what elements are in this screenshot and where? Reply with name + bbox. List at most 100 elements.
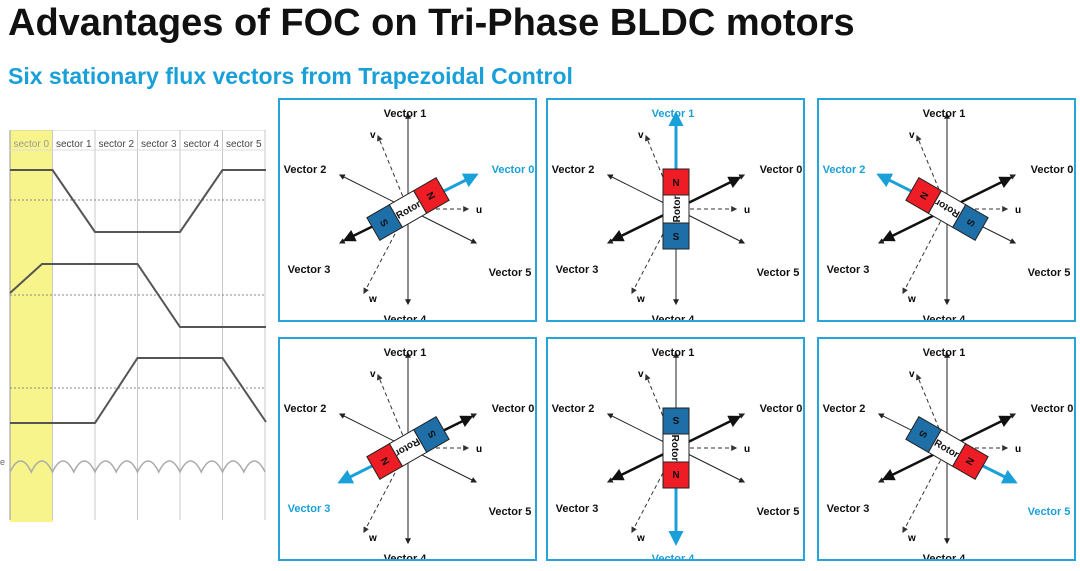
vector-label-1: Vector 1	[384, 108, 427, 120]
w-axis-label: w	[368, 294, 377, 305]
vector-label-0: Vector 0	[1031, 403, 1074, 415]
north-pole-label: N	[672, 468, 679, 479]
vector-label-5: Vector 5	[1028, 506, 1071, 518]
north-pole	[412, 177, 450, 214]
sector-label-0: sector 0	[13, 139, 49, 150]
rotor-label: Rotor	[669, 435, 680, 462]
south-pole-label: S	[672, 414, 679, 425]
vector-label-5: Vector 5	[489, 267, 532, 279]
u-axis-label: u	[476, 205, 482, 216]
w-axis-arrow	[902, 208, 948, 295]
vector-label-2: Vector 2	[552, 403, 595, 415]
north-pole-label: N	[963, 455, 976, 467]
sector-label-2: sector 2	[98, 139, 134, 150]
north-pole	[905, 177, 943, 214]
vector-label-0: Vector 0	[760, 403, 803, 415]
waveform-side-label: e	[0, 457, 5, 467]
w-axis-label: w	[636, 294, 645, 305]
w-axis-label: w	[907, 294, 916, 305]
v-axis-label: v	[370, 369, 376, 380]
u-axis-label: u	[1015, 205, 1021, 216]
north-pole-label: N	[918, 190, 931, 202]
phase-c-trace	[10, 357, 267, 424]
vector-label-0: Vector 0	[492, 403, 535, 415]
north-pole-label: N	[379, 455, 392, 467]
vector-label-4: Vector 4	[923, 553, 967, 559]
u-axis-label: u	[1015, 444, 1021, 455]
slide-title: Advantages of FOC on Tri-Phase BLDC moto…	[8, 2, 855, 44]
v-axis-label: v	[370, 130, 376, 141]
vector-label-3: Vector 3	[288, 264, 331, 276]
sector-label-4: sector 4	[183, 139, 219, 150]
south-pole-label: S	[673, 232, 680, 243]
vector-label-3: Vector 3	[556, 503, 599, 515]
vector-label-5: Vector 5	[757, 506, 800, 518]
v-axis-arrow	[645, 373, 677, 449]
w-axis-label: w	[368, 533, 377, 544]
vector-label-3: Vector 3	[288, 503, 331, 515]
vector-label-3: Vector 3	[556, 264, 599, 276]
v-axis-label: v	[638, 369, 644, 380]
south-pole-label: S	[377, 218, 390, 230]
vector-label-2: Vector 2	[284, 403, 327, 415]
vector-label-3: Vector 3	[827, 264, 870, 276]
v-axis-arrow	[377, 134, 409, 210]
vector-label-4: Vector 4	[384, 553, 428, 559]
vector-label-4: Vector 4	[923, 314, 967, 320]
north-pole	[662, 461, 690, 489]
vector-label-2: Vector 2	[552, 164, 595, 176]
south-pole-label: S	[916, 428, 929, 440]
u-axis-label: u	[476, 444, 482, 455]
slide-subtitle: Six stationary flux vectors from Trapezo…	[8, 63, 573, 89]
sector-label-1: sector 1	[56, 139, 92, 150]
north-pole-label: N	[424, 190, 437, 202]
v-axis-label: v	[909, 130, 915, 141]
vector-label-1: Vector 1	[923, 108, 966, 120]
emf-ripple-trace	[9, 460, 266, 474]
sector-0-highlight	[10, 130, 53, 522]
vector-label-1: Vector 1	[384, 347, 427, 359]
vector-label-3: Vector 3	[827, 503, 870, 515]
v-axis-label: v	[909, 369, 915, 380]
vector-label-5: Vector 5	[1028, 267, 1071, 279]
phase-a-trace	[10, 169, 266, 233]
vector-label-4: Vector 4	[384, 314, 428, 320]
v-axis-arrow	[916, 134, 948, 210]
vector-label-2: Vector 2	[823, 403, 866, 415]
north-pole	[662, 168, 690, 196]
vector-label-4: Vector 4	[652, 314, 696, 320]
vector-label-2: Vector 2	[823, 164, 866, 176]
w-axis-label: w	[636, 533, 645, 544]
rotor-magnet: S Rotor N	[662, 168, 690, 250]
north-pole-label: N	[672, 178, 679, 189]
south-pole-label: S	[426, 428, 439, 440]
rotor-label: Rotor	[672, 196, 683, 223]
sector-label-5: sector 5	[226, 139, 262, 150]
north-pole	[951, 443, 989, 480]
south-pole-label: S	[965, 217, 978, 229]
phase-b-trace	[9, 263, 266, 328]
vector-label-0: Vector 0	[492, 164, 535, 176]
w-axis-arrow	[902, 447, 948, 534]
v-axis-arrow	[645, 134, 677, 210]
v-axis-label: v	[638, 130, 644, 141]
u-axis-label: u	[744, 205, 750, 216]
vector-label-4: Vector 4	[652, 553, 696, 559]
w-axis-label: w	[907, 533, 916, 544]
